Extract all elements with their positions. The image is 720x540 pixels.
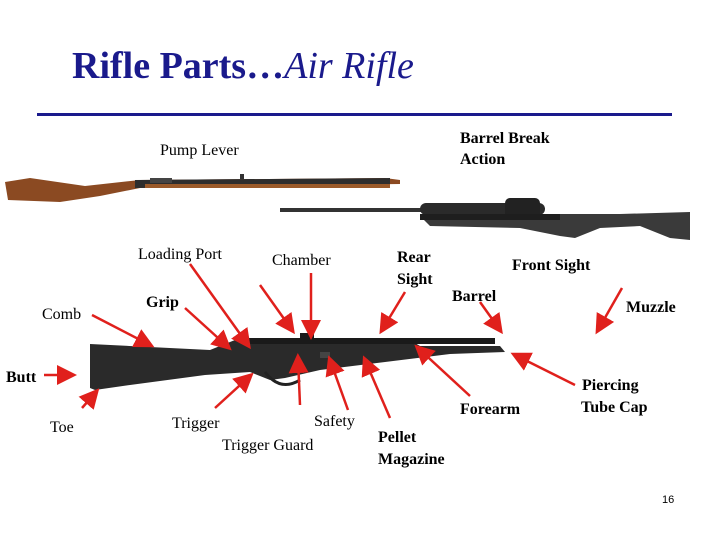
label-piercing-line1: Piercing (582, 377, 639, 394)
page-title: Rifle Parts…Air Rifle (72, 45, 414, 87)
label-pump-lever: Pump Lever (160, 142, 239, 159)
label-grip: Grip (146, 294, 179, 311)
label-barrel: Barrel (452, 288, 497, 305)
label-trigger: Trigger (172, 415, 220, 432)
label-barrel-break-line2: Action (460, 151, 506, 168)
label-safety: Safety (314, 413, 355, 430)
pointer-arrows (44, 263, 624, 419)
label-pellet-line1: Pellet (378, 429, 417, 446)
title-underline (37, 113, 672, 116)
label-loading-port: Loading Port (138, 246, 222, 263)
label-rear-sight-line1: Rear (397, 249, 431, 266)
pump-rifle-image (5, 174, 400, 202)
label-chamber: Chamber (272, 252, 331, 269)
label-comb: Comb (42, 306, 82, 323)
label-muzzle: Muzzle (626, 299, 676, 316)
label-piercing-line2: Tube Cap (581, 399, 648, 416)
label-toe: Toe (50, 419, 74, 436)
label-butt: Butt (6, 369, 37, 386)
label-barrel-break-line1: Barrel Break (460, 130, 550, 147)
break-barrel-rifle-image (280, 198, 690, 240)
label-forearm: Forearm (460, 401, 521, 418)
label-front-sight: Front Sight (512, 257, 591, 274)
label-trigger-guard: Trigger Guard (222, 437, 314, 454)
label-pellet-line2: Magazine (378, 451, 445, 468)
label-rear-sight-line2: Sight (397, 271, 433, 288)
page-number: 16 (662, 494, 675, 506)
